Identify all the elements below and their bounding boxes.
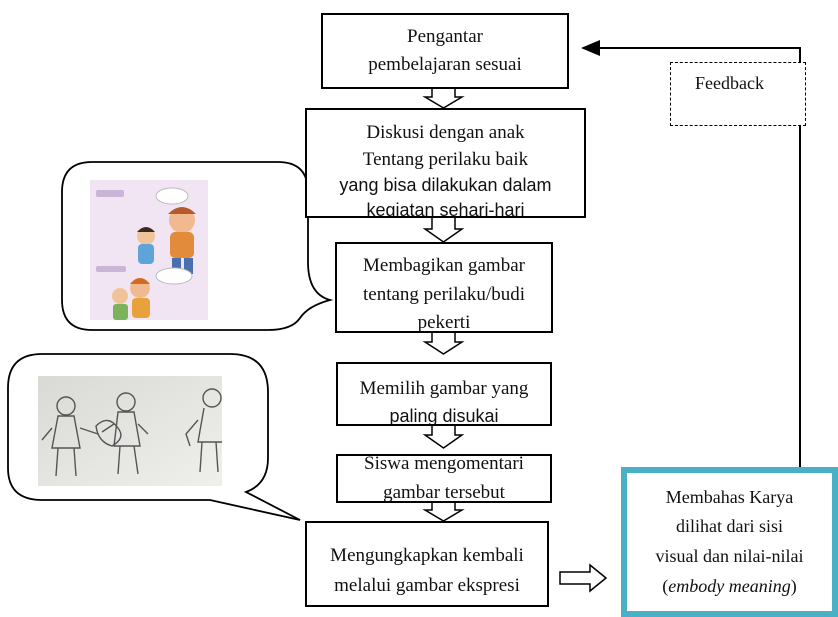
down-arrow-1 [422,87,465,109]
review-line-3: visual dan nilai-nilai [655,546,804,566]
right-arrow [559,563,608,593]
review-paren-close: ) [790,575,797,596]
step-4-line-2: paling disukai [389,406,499,426]
textbook-illustration [90,180,208,320]
step-6-line-1: Mengungkapkan kembali [330,545,524,566]
down-arrow-3 [422,331,465,355]
step-3-line-2: tentang perilaku/budi [363,283,525,305]
step-3-line-3: pekerti [417,312,471,333]
review-artwork-box: Membahas Karya dilihat dari sisi visual … [621,467,838,617]
review-line-1: Membahas Karya [665,486,794,507]
step-student-comment: Siswa mengomentari gambar tersebut [336,454,552,503]
step-2-line-4: kegiatan sehari-hari [366,200,525,218]
feedback-label: Feedback [695,73,764,93]
step-4-line-1: Memilih gambar yang [359,378,529,399]
step-5-line-2: gambar tersebut [383,481,505,503]
review-line-2: dilihat dari sisi [676,516,783,537]
step-5-line-1: Siswa mengomentari [364,454,524,474]
step-2-line-2: Tentang perilaku baik [362,148,529,170]
step-2-line-1: Diskusi dengan anak [366,122,525,143]
feedback-arrowhead [581,40,600,56]
child-drawing-photo [38,376,222,486]
feedback-loop-line [600,47,801,467]
step-1-line-1: Pengantar [407,26,483,48]
step-express-drawing: Mengungkapkan kembali melalui gambar eks… [305,521,549,607]
review-embody-meaning: embody meaning [668,575,791,596]
step-distribute-pictures: Membagikan gambar tentang perilaku/budi … [335,242,553,333]
down-arrow-2 [422,216,465,243]
step-2-line-3: yang bisa dilakukan dalam [339,175,552,196]
down-arrow-4 [422,424,465,449]
step-discussion: Diskusi dengan anak Tentang perilaku bai… [305,108,586,218]
review-line-4: (embody meaning) [662,572,796,602]
step-1-line-2: pembelajaran sesuai [368,54,522,75]
down-arrow-5 [422,501,465,522]
feedback-label-box: Feedback [670,62,806,126]
step-6-line-2: melalui gambar ekspresi [334,575,520,597]
step-3-line-1: Membagikan gambar [363,255,525,276]
step-choose-picture: Memilih gambar yang paling disukai [336,362,552,426]
step-introduction: Pengantar pembelajaran sesuai [321,13,569,89]
review-paren-open: ( [662,575,669,596]
